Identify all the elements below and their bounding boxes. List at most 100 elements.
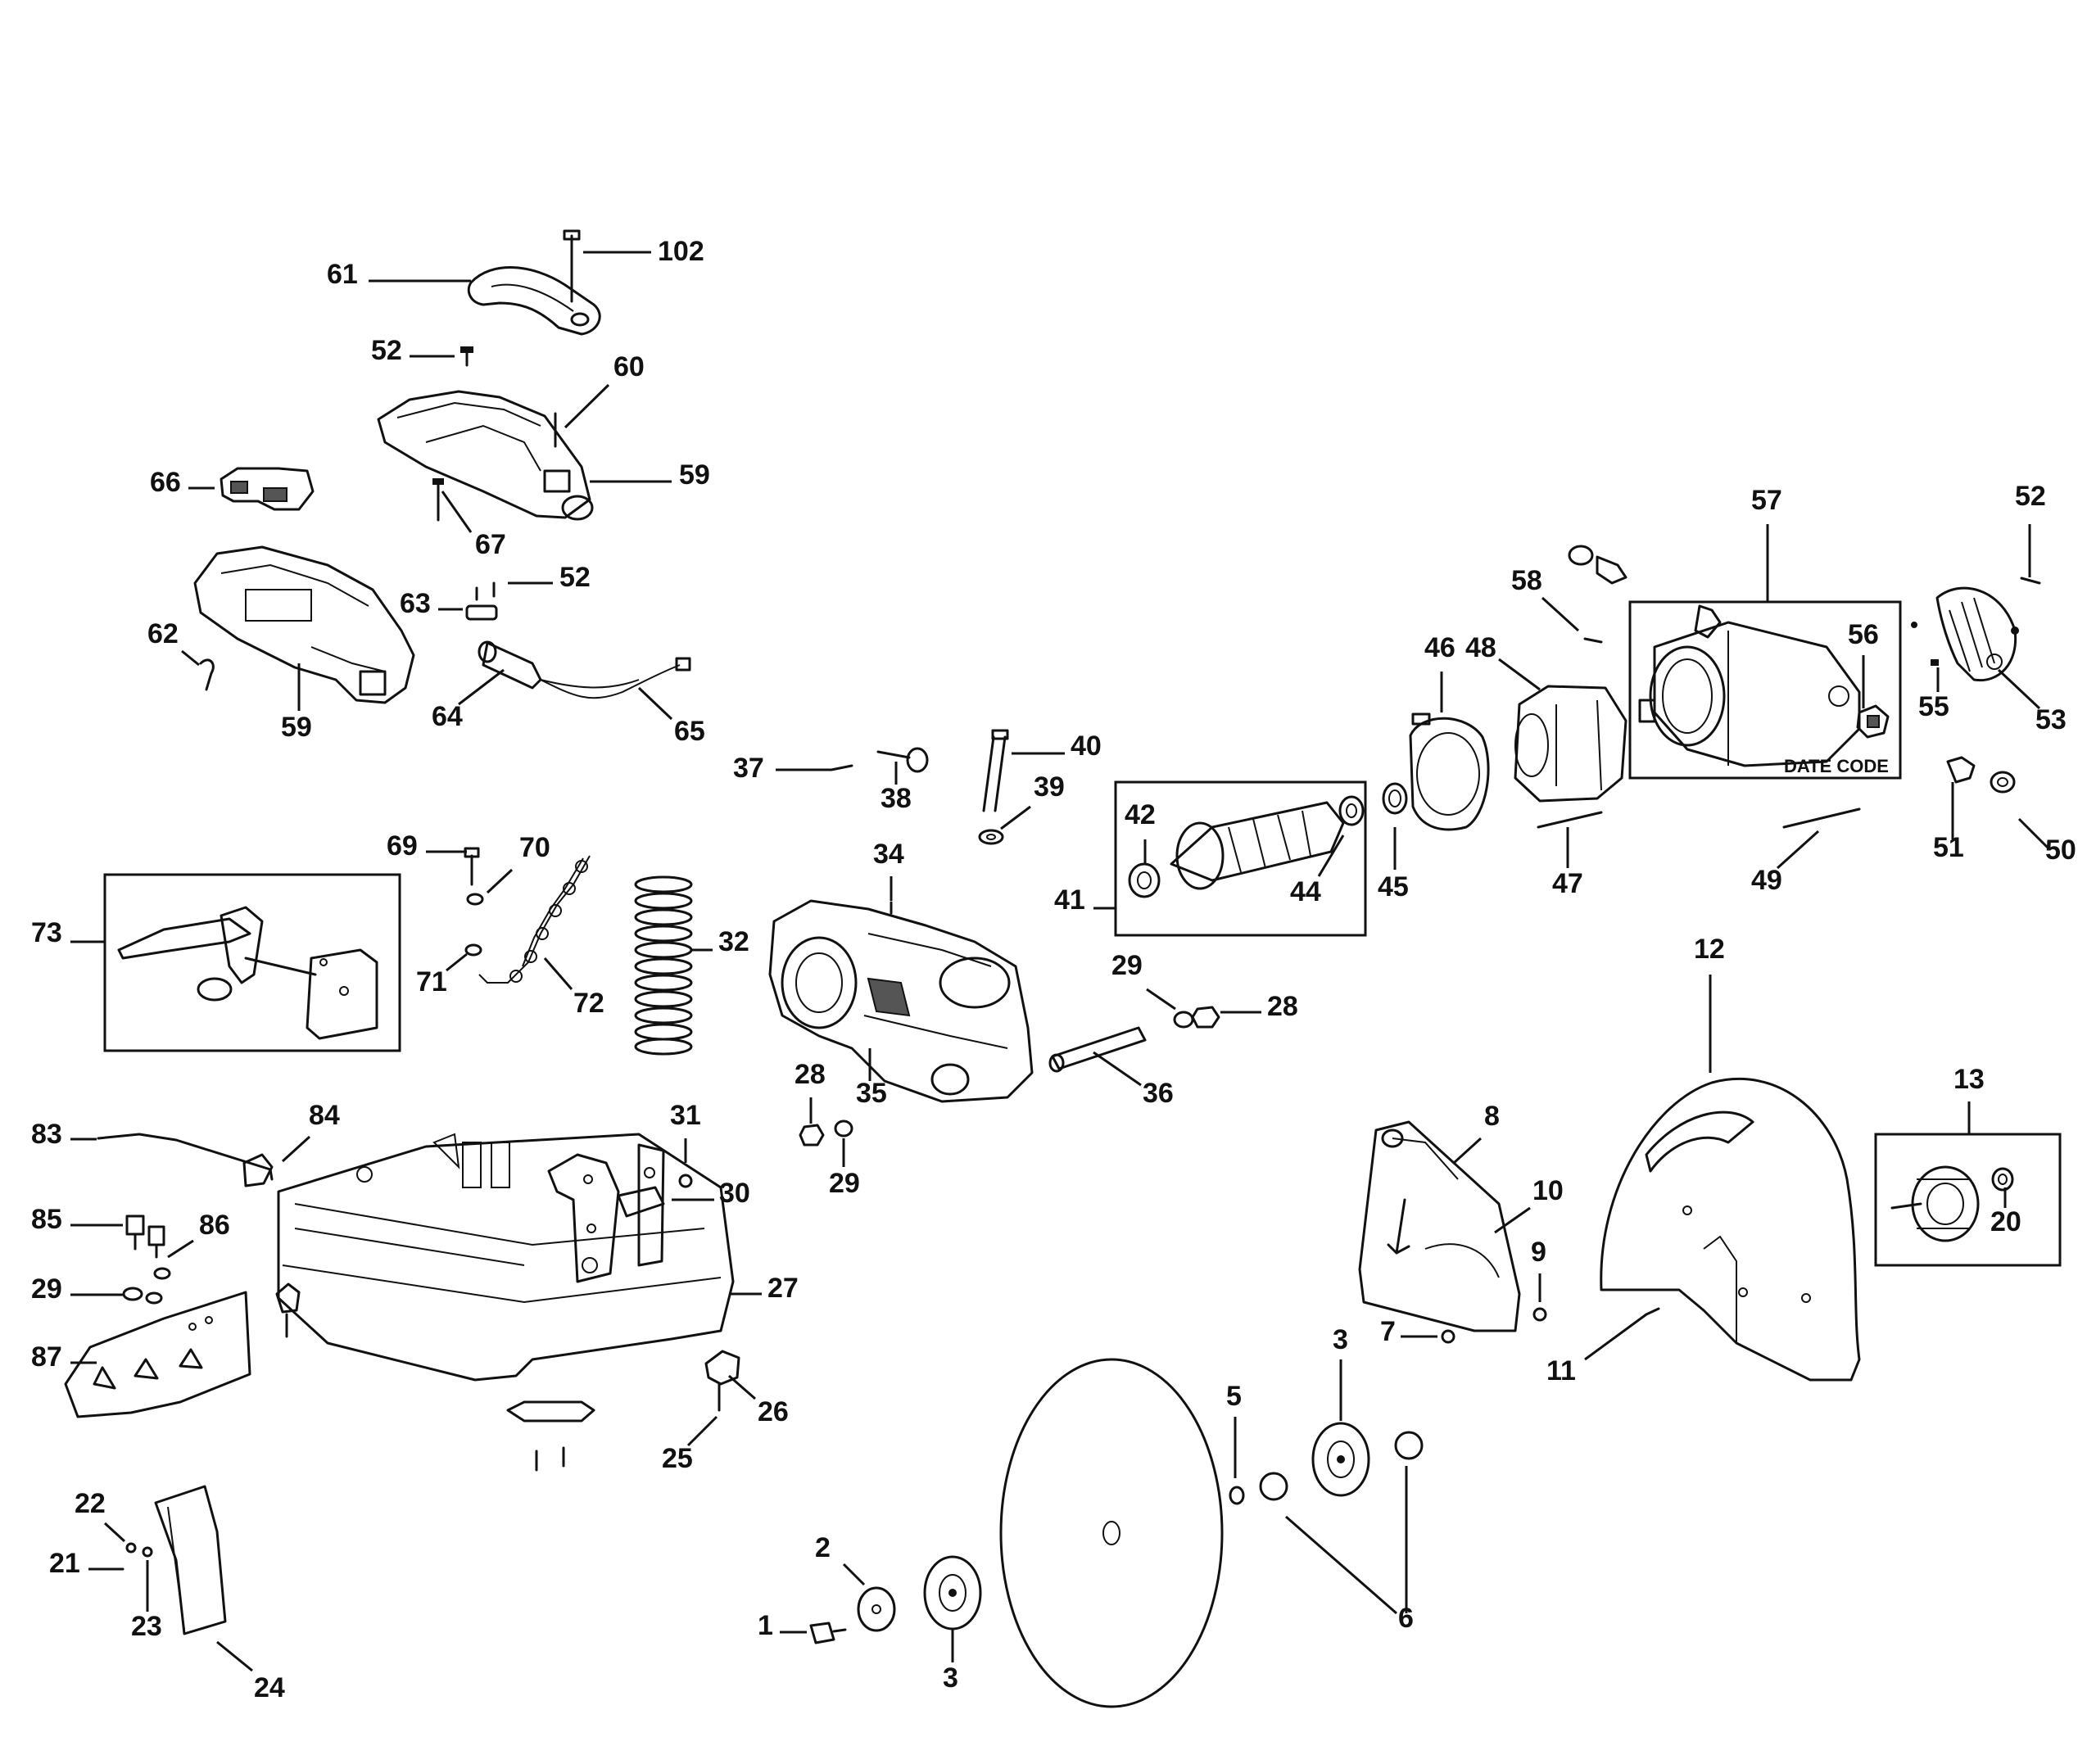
callout-8: 8 xyxy=(1484,1101,1500,1132)
callout-102: 102 xyxy=(658,236,704,267)
callout-87: 87 xyxy=(31,1341,62,1373)
leader-line-49 xyxy=(1776,830,1820,870)
part-11-screw xyxy=(1645,1307,1660,1316)
callout-56: 56 xyxy=(1848,619,1879,650)
part-29-washer xyxy=(1173,1011,1194,1029)
callout-46: 46 xyxy=(1424,632,1455,663)
callout-31: 31 xyxy=(670,1100,701,1131)
part-35-gear-case xyxy=(768,899,1034,1103)
callout-59: 59 xyxy=(281,712,312,743)
leader-line-50 xyxy=(2017,817,2049,849)
part-83-hex-key xyxy=(97,1133,274,1181)
leader-line-29 xyxy=(1146,988,1176,1011)
part-13-spindle-assembly xyxy=(1874,1133,2062,1267)
callout-64: 64 xyxy=(432,701,463,732)
part-71-washer xyxy=(464,943,482,957)
callout-1: 1 xyxy=(758,1610,773,1641)
callout-36: 36 xyxy=(1143,1078,1174,1109)
callout-5: 5 xyxy=(1226,1381,1242,1412)
callout-52: 52 xyxy=(371,335,402,366)
callout-20: 20 xyxy=(1990,1206,2021,1237)
leader-line-64 xyxy=(458,668,505,706)
part-57-motor-housing xyxy=(1628,600,1902,780)
callout-12: 12 xyxy=(1694,934,1725,965)
callout-60: 60 xyxy=(613,351,645,382)
leader-line-25 xyxy=(686,1415,718,1447)
leader-line-84 xyxy=(281,1135,311,1163)
part-48-field xyxy=(1514,685,1627,803)
part-7-screw xyxy=(1441,1329,1455,1344)
part-70-washer xyxy=(466,893,484,906)
part-20-bearing xyxy=(1991,1167,2014,1192)
callout-66: 66 xyxy=(150,467,181,498)
callout-86: 86 xyxy=(199,1210,230,1241)
leader-line-36 xyxy=(1093,1051,1142,1087)
part-52-screws xyxy=(475,581,496,601)
part-73-depth-stop-assembly xyxy=(103,873,401,1052)
callout-2: 2 xyxy=(815,1532,831,1563)
part-65-cord xyxy=(540,657,691,699)
callout-28: 28 xyxy=(795,1059,826,1090)
part-39-washer xyxy=(978,829,1004,845)
leader-line-24 xyxy=(216,1640,253,1672)
part-clamp-left xyxy=(275,1282,301,1338)
part-51-brush xyxy=(1946,756,1976,784)
date-code-label: DATE CODE xyxy=(1784,756,1889,776)
leader-line-11 xyxy=(1584,1313,1647,1361)
callout-67: 67 xyxy=(475,529,506,560)
part-63-cord-clamp xyxy=(465,604,498,621)
leader-line-26 xyxy=(728,1374,756,1400)
part-52-screw-right xyxy=(2020,577,2041,585)
callout-42: 42 xyxy=(1125,799,1156,830)
callout-53: 53 xyxy=(2035,704,2067,735)
callout-39: 39 xyxy=(1034,771,1065,803)
callout-7: 7 xyxy=(1380,1316,1396,1347)
part-67-screw xyxy=(432,478,444,522)
callout-41: 41 xyxy=(1054,884,1085,916)
part-59-upper-housing xyxy=(377,390,594,521)
part-45-bearing xyxy=(1382,782,1408,815)
part-8-lower-guard xyxy=(1358,1120,1521,1332)
callout-22: 22 xyxy=(75,1488,106,1519)
part-72-chain xyxy=(478,855,591,984)
part-49-screw xyxy=(1782,807,1861,829)
callout-3: 3 xyxy=(1333,1324,1348,1355)
part-6-spacer xyxy=(1259,1431,1424,1501)
callout-9: 9 xyxy=(1531,1237,1546,1268)
leader-line-6 xyxy=(1285,1515,1397,1615)
callout-73: 73 xyxy=(31,917,62,948)
callout-23: 23 xyxy=(131,1611,162,1642)
callout-13: 13 xyxy=(1953,1064,1985,1095)
part-55-spring xyxy=(1931,659,1939,666)
part-69-pin xyxy=(464,847,480,886)
leader-line-53 xyxy=(1997,668,2041,710)
part-29-washer-lower xyxy=(834,1119,853,1138)
callout-61: 61 xyxy=(327,259,358,290)
callout-11: 11 xyxy=(1546,1355,1576,1386)
callout-44: 44 xyxy=(1290,876,1321,907)
callout-72: 72 xyxy=(573,988,604,1019)
part-29-washers-fence xyxy=(122,1287,163,1305)
part-61-handle-grip xyxy=(467,266,601,336)
callout-29: 29 xyxy=(31,1273,62,1305)
part-59-lower-housing xyxy=(193,545,415,704)
part-53-end-cap xyxy=(1911,586,2019,682)
leader-line-44 xyxy=(1317,835,1345,877)
part-1-bolt xyxy=(809,1622,847,1644)
callout-30: 30 xyxy=(719,1178,750,1209)
callout-84: 84 xyxy=(309,1100,340,1131)
callout-45: 45 xyxy=(1378,871,1409,902)
part-3-outer-flange xyxy=(923,1555,982,1631)
part-foot-pad xyxy=(506,1400,595,1472)
part-24-shield xyxy=(154,1485,227,1635)
callout-27: 27 xyxy=(767,1273,799,1304)
callout-29: 29 xyxy=(1111,950,1143,981)
callout-leaders xyxy=(70,251,2049,1672)
part-87-fence xyxy=(64,1291,251,1418)
leader-line-39 xyxy=(1000,805,1031,830)
callout-58: 58 xyxy=(1511,565,1542,596)
callout-63: 63 xyxy=(400,588,431,619)
callout-65: 65 xyxy=(674,716,705,747)
callout-85: 85 xyxy=(31,1204,62,1235)
